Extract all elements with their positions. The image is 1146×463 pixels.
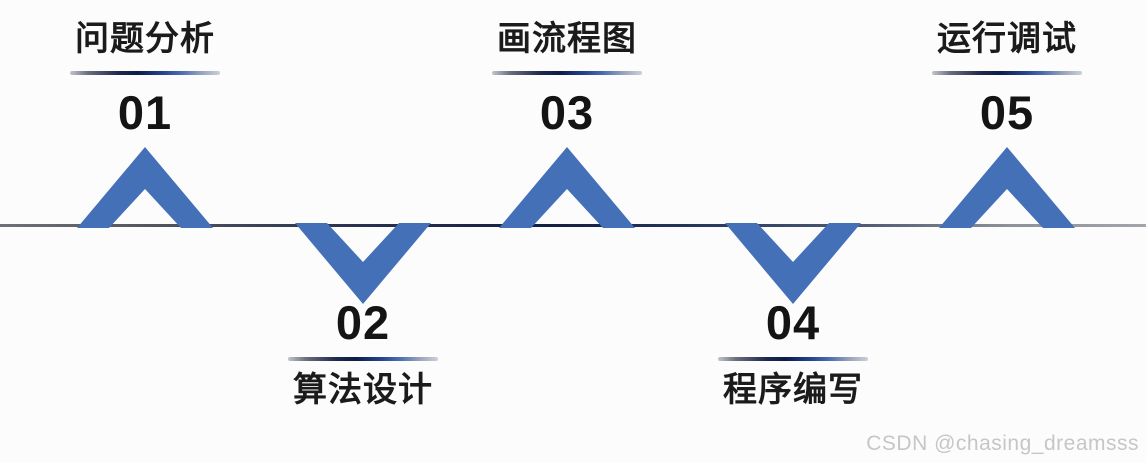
step-label: 算法设计	[293, 372, 433, 409]
step-02: 02 算法设计	[253, 299, 473, 411]
chevron-up-icon-03	[499, 147, 635, 228]
step-number: 02	[335, 296, 391, 349]
step-label: 画流程图	[497, 21, 637, 58]
step-underline	[70, 71, 220, 75]
step-05: 运行调试 05	[897, 20, 1117, 136]
step-number: 04	[765, 296, 821, 349]
chevron-down-icon-04	[725, 223, 861, 304]
step-number: 03	[539, 86, 595, 139]
step-label: 运行调试	[937, 21, 1077, 58]
step-underline	[932, 71, 1082, 75]
step-03: 画流程图 03	[457, 20, 677, 136]
step-underline	[492, 71, 642, 75]
watermark: CSDN @chasing_dreamsss	[866, 432, 1139, 455]
step-number: 01	[117, 86, 173, 139]
chevron-up-icon-05	[939, 147, 1075, 228]
chevron-up-icon-01	[77, 147, 213, 228]
step-underline	[288, 357, 438, 361]
step-number: 05	[979, 86, 1035, 139]
step-label: 问题分析	[75, 21, 215, 58]
step-underline	[718, 357, 868, 361]
step-label: 程序编写	[723, 372, 863, 409]
chevron-down-icon-02	[295, 223, 431, 304]
step-04: 04 程序编写	[683, 299, 903, 411]
step-01: 问题分析 01	[35, 20, 255, 136]
timeline-line	[0, 224, 1146, 227]
